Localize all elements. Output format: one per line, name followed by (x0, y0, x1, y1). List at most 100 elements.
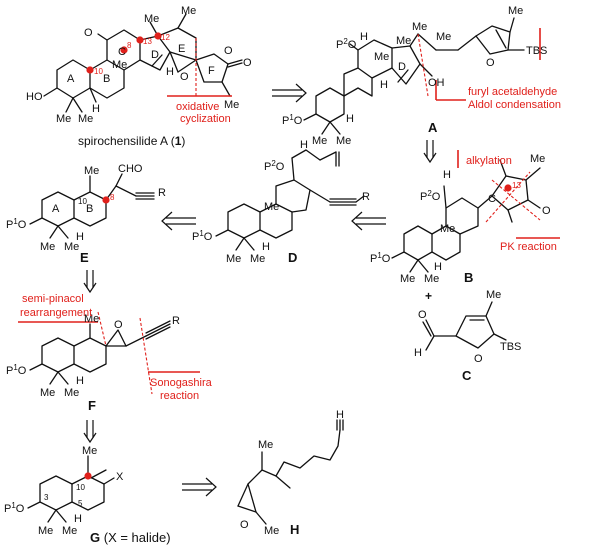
atom-R: R (172, 315, 180, 327)
atom-me: Me (436, 31, 451, 43)
atom-P1O: P1O (6, 363, 27, 377)
position-13: 13 (143, 37, 152, 46)
atom-h: H (76, 375, 84, 387)
atom-R: R (362, 191, 370, 203)
position-10: 10 (94, 67, 103, 76)
atom-P2O: P2O (336, 37, 357, 51)
atom-me: Me (78, 113, 93, 125)
atom-h: H (346, 113, 354, 125)
compound-1-name: spirochensilide A (1) (78, 134, 185, 148)
compound-A-label: A (428, 120, 438, 135)
ring-label-D: D (151, 49, 159, 61)
retro-arrow-B-D (351, 211, 386, 231)
atom-me: Me (508, 5, 523, 17)
retro-arrow-A-B (423, 140, 437, 164)
atom-O: O (180, 71, 189, 83)
atom-O: O (224, 45, 233, 57)
ring-label-B: B (103, 73, 110, 85)
atom-O: O (486, 57, 495, 69)
compound-D-label: D (288, 250, 297, 265)
annotation-oxidative: oxidative (176, 101, 219, 113)
compound-D: H P2O R Me P1O Me Me H D (192, 139, 370, 265)
atom-me: Me (226, 253, 241, 265)
atom-O: O (114, 319, 123, 331)
atom-O: O (84, 27, 93, 39)
atom-O: O (243, 57, 252, 69)
atom-P1O: P1O (6, 217, 27, 231)
atom-me: Me (336, 135, 351, 147)
atom-h: H (74, 513, 82, 525)
atom-P2O: P2O (264, 159, 285, 173)
retro-arrow-G-H (182, 477, 217, 497)
annotation-sonogashira: Sonogashira (150, 377, 213, 389)
atom-me: Me (396, 35, 411, 47)
atom-h: H (336, 409, 344, 421)
position-10: 10 (78, 197, 87, 206)
ring-label-A: A (52, 203, 60, 215)
atom-TBS: TBS (526, 45, 547, 57)
atom-P1O: P1O (282, 113, 303, 127)
annotation-alkylation: alkylation (466, 155, 512, 167)
atom-h: H (92, 103, 100, 115)
compound-E-label: E (80, 250, 89, 265)
position-10: 10 (76, 483, 85, 492)
atom-me: Me (530, 153, 545, 165)
annotation-pk-reaction: PK reaction (500, 241, 557, 253)
ring-label-C: C (118, 46, 126, 58)
atom-h: H (166, 66, 174, 78)
atom-me: Me (181, 5, 196, 17)
atom-me: Me (62, 525, 77, 537)
atom-h: H (360, 31, 368, 43)
atom-me: Me (64, 241, 79, 253)
atom-h: H (443, 169, 451, 181)
atom-me: Me (264, 201, 279, 213)
atom-h: H (434, 261, 442, 273)
atom-h: H (380, 79, 388, 91)
retro-arrow-1-A (272, 83, 307, 103)
atom-CHO: CHO (118, 163, 143, 175)
atom-P2O: P2O (420, 189, 441, 203)
ring-label-D: D (398, 61, 406, 73)
atom-me: Me (424, 273, 439, 285)
atom-me: Me (400, 273, 415, 285)
atom-HO: HO (26, 91, 43, 103)
ring-label-B: B (86, 203, 93, 215)
compound-C-label: C (462, 368, 472, 383)
position-13: 13 (512, 181, 521, 190)
atom-me: Me (56, 113, 71, 125)
atom-P1O: P1O (4, 501, 25, 515)
position-3: 3 (44, 493, 49, 502)
atom-O: O (474, 353, 483, 365)
atom-me: Me (112, 59, 127, 71)
atom-OH: OH (428, 77, 445, 89)
retro-arrow-E-F (83, 270, 97, 294)
annotation-reaction: reaction (160, 390, 199, 402)
ring-label-E: E (178, 43, 185, 55)
plus-sign: + (425, 289, 432, 303)
atom-me: Me (40, 387, 55, 399)
atom-P1O: P1O (192, 229, 213, 243)
atom-h: H (262, 241, 270, 253)
compound-G: 10 3 5 Me X P1O Me Me H G (X = halide) (4, 445, 171, 545)
compound-C: O H Me O TBS C (414, 289, 521, 383)
ring-label-A: A (67, 73, 75, 85)
compound-B-label: B (464, 270, 473, 285)
atom-me: Me (40, 241, 55, 253)
compound-1: A B C D E F 10 8 13 12 HO Me Me H O Me M… (26, 5, 252, 148)
atom-O: O (542, 205, 551, 217)
compound-F-label: F (88, 398, 96, 413)
annotation-cyclization: cyclization (180, 113, 231, 125)
compound-B: C 13 H P2O Me O Me P1O Me Me H alkylatio… (370, 150, 560, 285)
retro-arrow-D-E (161, 211, 196, 231)
annotation-furyl-acetaldehyde: furyl acetaldehyde (468, 86, 557, 98)
atom-me: Me (312, 135, 327, 147)
position-8: 8 (110, 193, 115, 202)
compound-G-label: G (X = halide) (90, 530, 171, 545)
retro-arrow-F-G (83, 420, 97, 444)
atom-me: Me (64, 387, 79, 399)
atom-me: Me (258, 439, 273, 451)
atom-O: O (240, 519, 249, 531)
atom-X: X (116, 471, 124, 483)
annotation-aldol: Aldol condensation (468, 99, 561, 111)
